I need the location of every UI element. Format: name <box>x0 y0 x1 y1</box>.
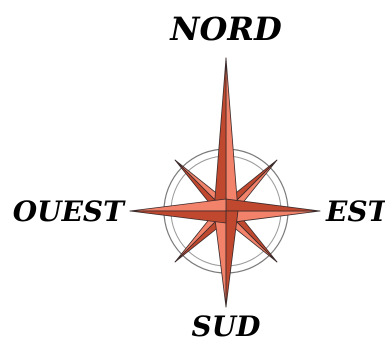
compass-point-west-dark-half <box>130 211 226 223</box>
east-label: EST <box>325 195 385 228</box>
south-label: SUD <box>192 310 262 338</box>
north-label: NORD <box>169 10 282 48</box>
compass-point-west-light-half <box>130 199 226 211</box>
compass-point-east <box>226 199 320 223</box>
compass-point-north-dark-half <box>214 58 226 211</box>
compass-point-east-light-half <box>226 211 320 223</box>
compass-point-south-dark-half <box>226 211 238 307</box>
compass-point-north <box>214 58 238 211</box>
compass-point-east-dark-half <box>226 199 320 211</box>
compass-point-west <box>130 199 226 223</box>
compass-point-north-light-half <box>226 58 238 211</box>
west-label: OUEST <box>13 195 126 228</box>
compass-point-south <box>214 211 238 307</box>
compass-point-south-light-half <box>214 211 226 307</box>
compass-rose-icon <box>130 58 320 307</box>
